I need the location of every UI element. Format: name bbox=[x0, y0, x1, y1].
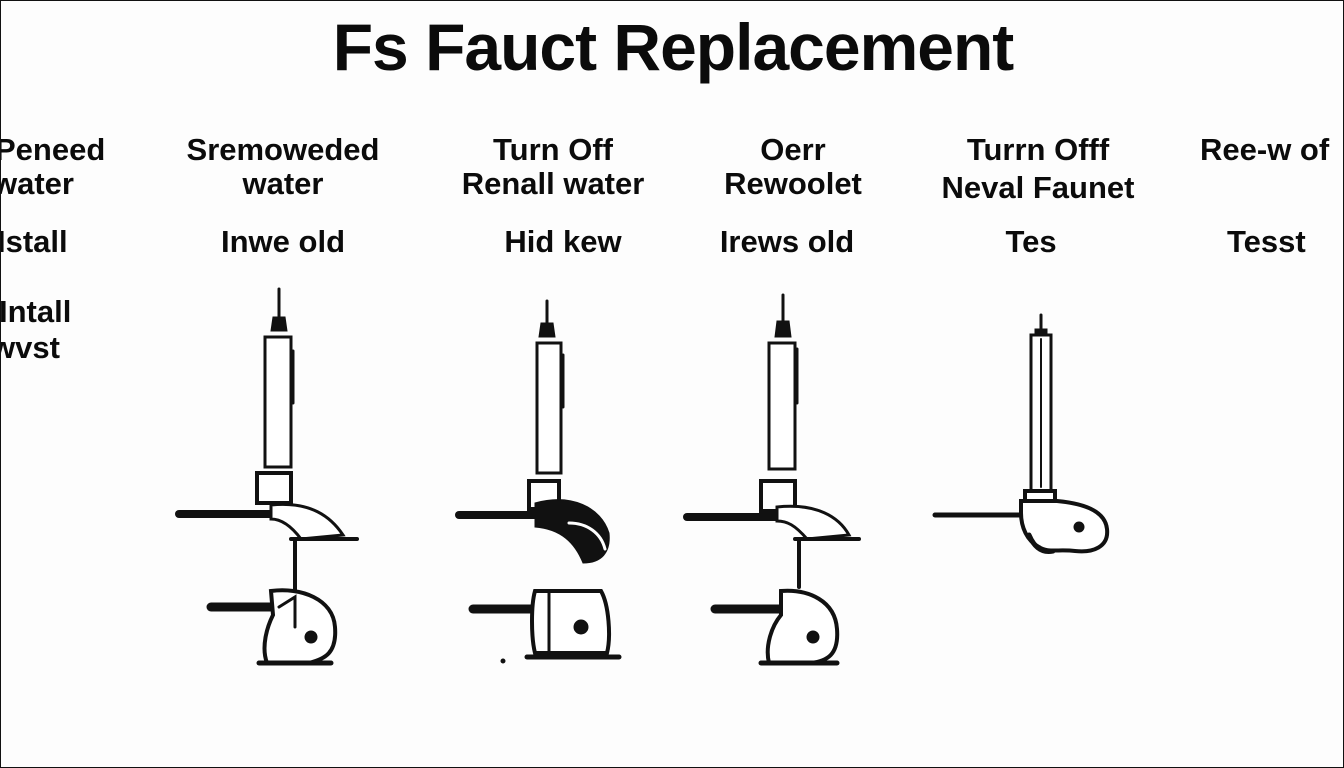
faucet-illustration-3 bbox=[683, 293, 861, 666]
col1-step: Istall bbox=[0, 224, 68, 259]
faucet-illustration-4 bbox=[932, 313, 1110, 554]
col4-heading-line1: Oerr bbox=[760, 132, 826, 167]
col3-heading-line1: Turn Off bbox=[493, 132, 613, 167]
col2-step: Inwe old bbox=[221, 224, 345, 259]
col5-heading-line2: Neval Faunet bbox=[941, 170, 1135, 205]
col3-heading-line2: Renall water bbox=[461, 166, 645, 201]
col5-step: Tes bbox=[1005, 224, 1057, 259]
col2-heading-line2: water bbox=[242, 166, 324, 201]
col6-step: Tesst bbox=[1227, 224, 1306, 259]
col1-extra-line1: Intall bbox=[0, 294, 72, 329]
col1-heading-line2: water bbox=[0, 166, 74, 201]
col1-extra-line2: wvst bbox=[1, 330, 60, 365]
faucet-illustration-2 bbox=[455, 299, 622, 664]
col6-heading-line1: Ree-w of bbox=[1200, 132, 1330, 167]
diagram-title: Fs Fauct Replacement bbox=[332, 10, 1015, 84]
col2-heading-line1: Sremoweded bbox=[186, 132, 380, 167]
faucet-illustration-1 bbox=[175, 287, 359, 666]
col1-heading-line1: Peneed bbox=[0, 132, 106, 167]
col4-heading-line2: Rewoolet bbox=[724, 166, 862, 201]
col3-step: Hid kew bbox=[504, 224, 622, 259]
col4-step: Irews old bbox=[719, 224, 855, 259]
col5-heading-line1: Turrn Offf bbox=[966, 132, 1110, 167]
